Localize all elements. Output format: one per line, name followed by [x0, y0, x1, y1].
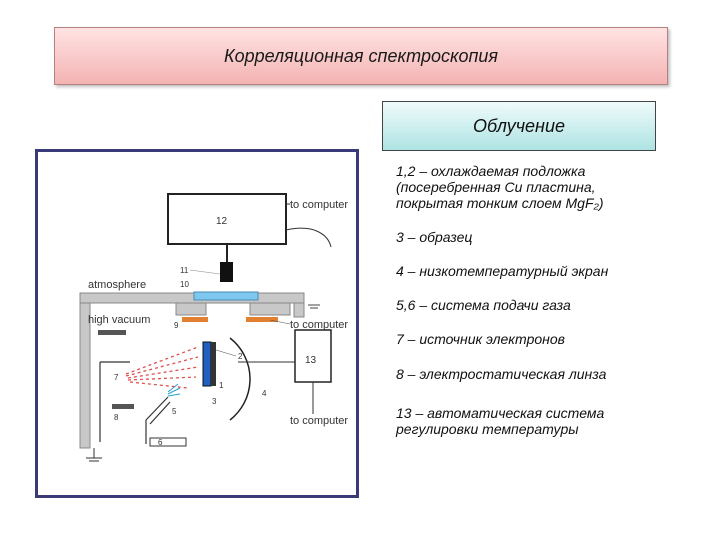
label-9: 9 — [174, 321, 179, 330]
diagram-frame: 12 to computer 11 atmosphere 10 high vac… — [35, 149, 359, 498]
legend-item-3: 3 – образец — [396, 229, 473, 245]
gas-tube-5 — [145, 396, 169, 421]
pointer-line — [269, 319, 291, 325]
legend-item-4: 4 – низкотемпературный экран — [396, 263, 609, 279]
legend-item-1-2: 1,2 – охлаждаемая подложка (посеребренна… — [396, 163, 604, 211]
legend-item-8: 8 – электростатическая линза — [396, 366, 607, 382]
legend-item-5-6: 5,6 – система подачи газа — [396, 297, 571, 313]
label-high-vacuum: high vacuum — [88, 314, 150, 326]
flange-left — [175, 302, 207, 316]
box-12 — [167, 193, 287, 245]
flange-right — [249, 302, 291, 316]
label-4: 4 — [262, 389, 267, 398]
subtitle-banner: Облучение — [382, 101, 656, 151]
substrate-1 — [211, 342, 216, 386]
chamber-top-wall — [79, 292, 305, 304]
legend-item-7: 7 – источник электронов — [396, 331, 565, 347]
cooled-substrate-window — [193, 291, 259, 301]
gas-valve-6 — [149, 437, 187, 447]
slide-subtitle: Облучение — [473, 115, 565, 136]
shield-left-9 — [182, 317, 208, 322]
chamber-right-wall — [293, 302, 305, 318]
label-5: 5 — [172, 407, 177, 416]
lens-8 — [112, 404, 134, 409]
apparatus-diagram: 12 to computer 11 atmosphere 10 high vac… — [79, 193, 348, 462]
label-8: 8 — [114, 413, 119, 422]
label-7: 7 — [114, 373, 119, 382]
label-to-computer-1: to computer — [290, 199, 348, 211]
box-13 — [294, 329, 332, 383]
label-3: 3 — [212, 397, 217, 406]
label-1: 1 — [219, 381, 224, 390]
shield-right — [246, 317, 278, 322]
gas-jet — [167, 383, 181, 397]
label-6: 6 — [158, 438, 163, 447]
label-11: 11 — [180, 266, 189, 275]
low-temp-screen-4 — [229, 337, 251, 421]
electron-beam — [125, 346, 199, 389]
cold-finger-11 — [220, 262, 233, 282]
cable-line — [285, 227, 332, 248]
label-13: 13 — [305, 355, 317, 366]
chamber-left-wall — [79, 302, 91, 449]
label-12: 12 — [216, 216, 228, 227]
pointer-line — [189, 269, 221, 275]
label-2: 2 — [238, 352, 243, 361]
label-to-computer-2: to computer — [290, 319, 348, 331]
label-atmosphere: atmosphere — [88, 279, 146, 291]
label-to-computer-3: to computer — [290, 415, 348, 427]
legend-item-13: 13 – автоматическая система регулировки … — [396, 405, 605, 437]
title-banner: Корреляционная спектроскопия — [54, 27, 668, 85]
label-10: 10 — [180, 280, 189, 289]
slide-title: Корреляционная спектроскопия — [223, 45, 499, 66]
electrode-plate — [98, 330, 126, 335]
sample-3 — [202, 341, 212, 387]
pointer-line — [215, 349, 237, 357]
gas-tube-5 — [149, 401, 171, 425]
